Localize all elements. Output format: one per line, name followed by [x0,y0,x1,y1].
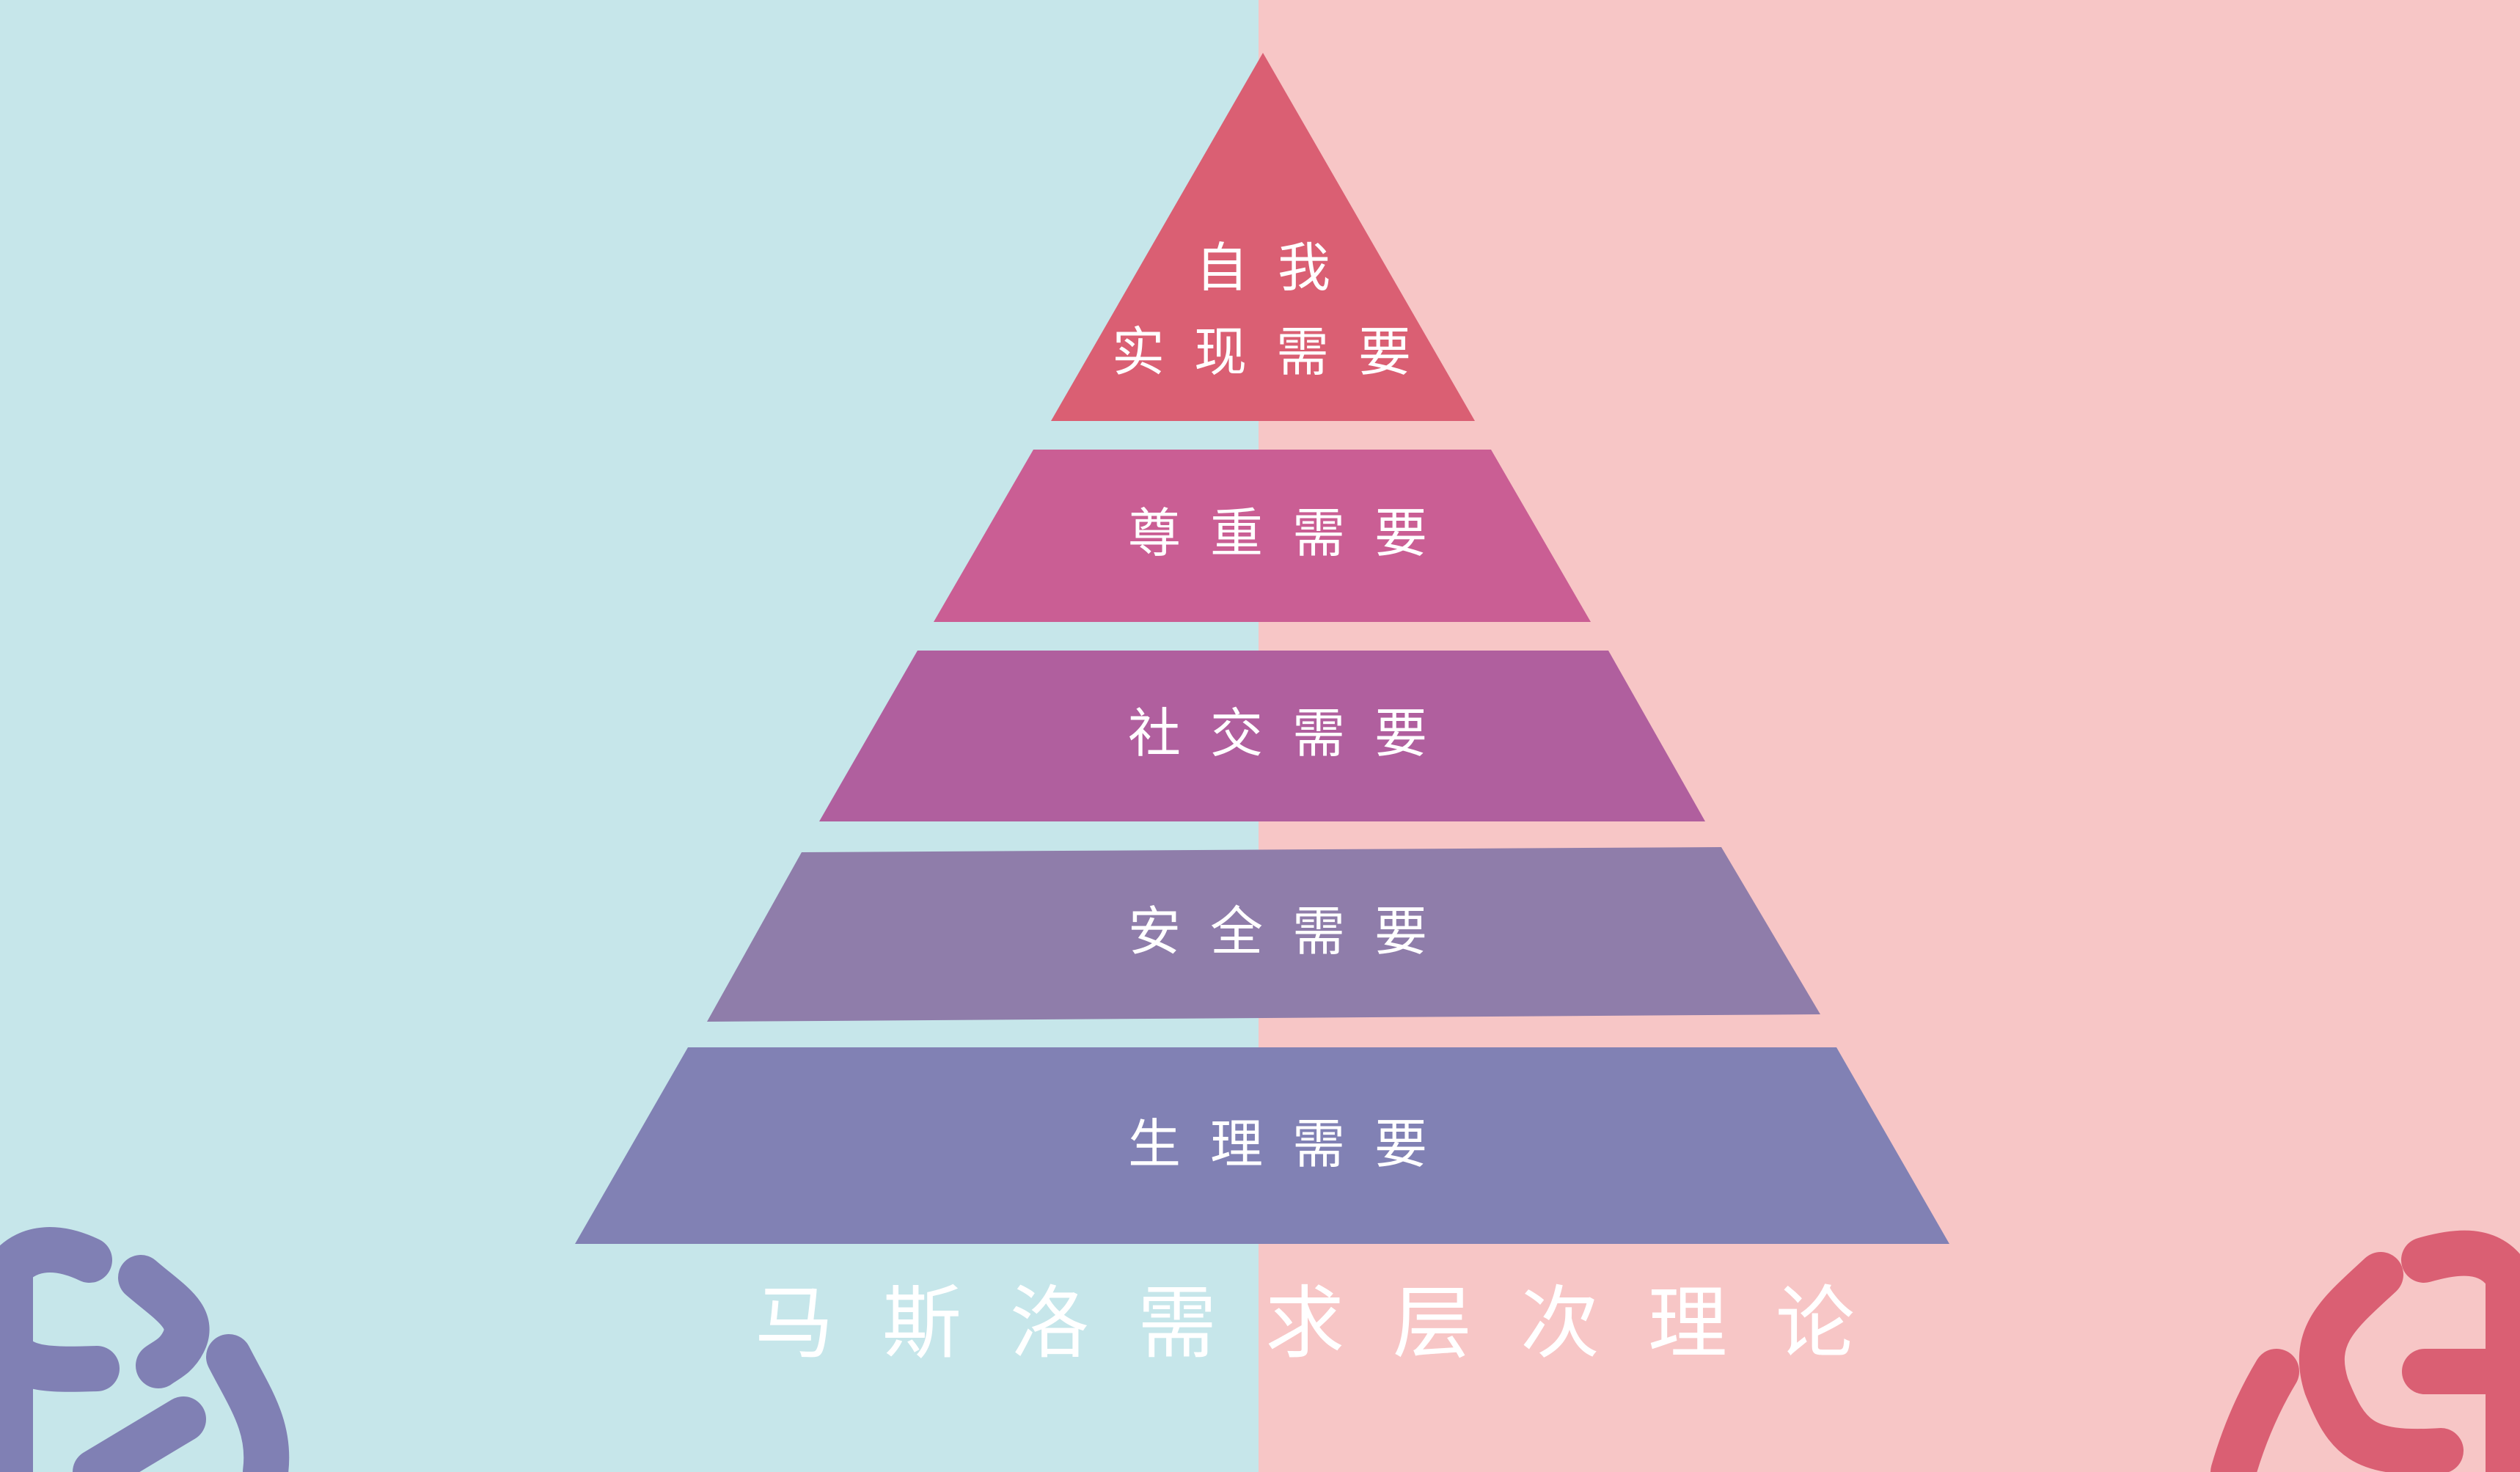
level-label-self-line1: 自我 [1195,237,1360,299]
pyramid-level-safety [707,847,1820,1022]
level-label-self-line2: 实现需要 [1112,321,1440,383]
pyramid-level-self-actualization [1051,53,1475,421]
diagram-title: 马斯洛需求层次理论 [755,1278,1903,1370]
pyramid-level-esteem [934,450,1591,622]
pyramid-level-physiological [575,1047,1949,1244]
decoration-right [2211,1230,2520,1472]
level-label-esteem: 尊重需要 [1128,502,1457,564]
pyramid-level-social [819,651,1705,821]
decoration-left [0,1227,290,1472]
level-label-physiological: 生理需要 [1128,1113,1457,1175]
level-label-social: 社交需要 [1128,703,1457,764]
level-label-safety: 安全需要 [1128,901,1457,962]
